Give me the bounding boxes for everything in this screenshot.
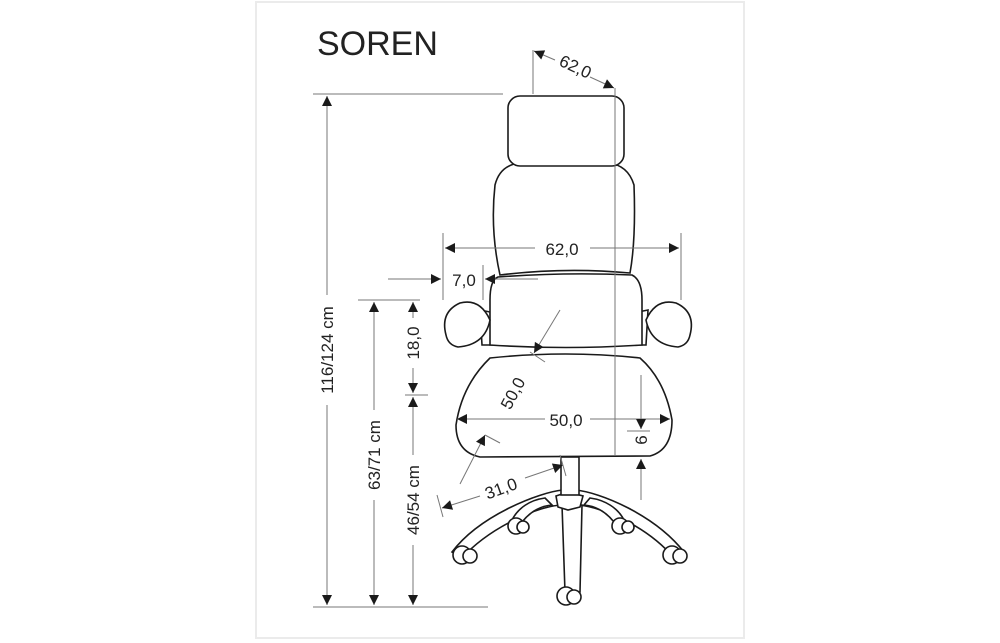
armrest-offset-label: 7,0 <box>452 271 476 290</box>
total-height-label: 116/124 cm <box>318 306 337 394</box>
chair-base <box>450 456 686 593</box>
left-armrest <box>443 301 491 348</box>
width-label: 62,0 <box>545 240 578 259</box>
armrest-above-seat-label: 18,0 <box>404 326 423 359</box>
base-radius-label: 31,0 <box>482 474 520 503</box>
drawing-frame <box>255 1 745 639</box>
headrest <box>507 95 625 167</box>
right-armrest <box>645 301 693 348</box>
casters <box>452 517 688 606</box>
seat-width-label: 50,0 <box>549 411 582 430</box>
seat-height-label: 46/54 cm <box>404 465 423 535</box>
lower-back-cushion <box>489 273 643 349</box>
chair-illustration <box>443 95 693 606</box>
dimension-lines <box>313 50 682 608</box>
product-title: SOREN <box>317 25 438 63</box>
seat-thickness-label: 6 <box>632 435 651 444</box>
depth-top-label: 62,0 <box>556 51 594 82</box>
armrest-height-label: 63/71 cm <box>365 420 384 490</box>
seat <box>455 353 673 458</box>
